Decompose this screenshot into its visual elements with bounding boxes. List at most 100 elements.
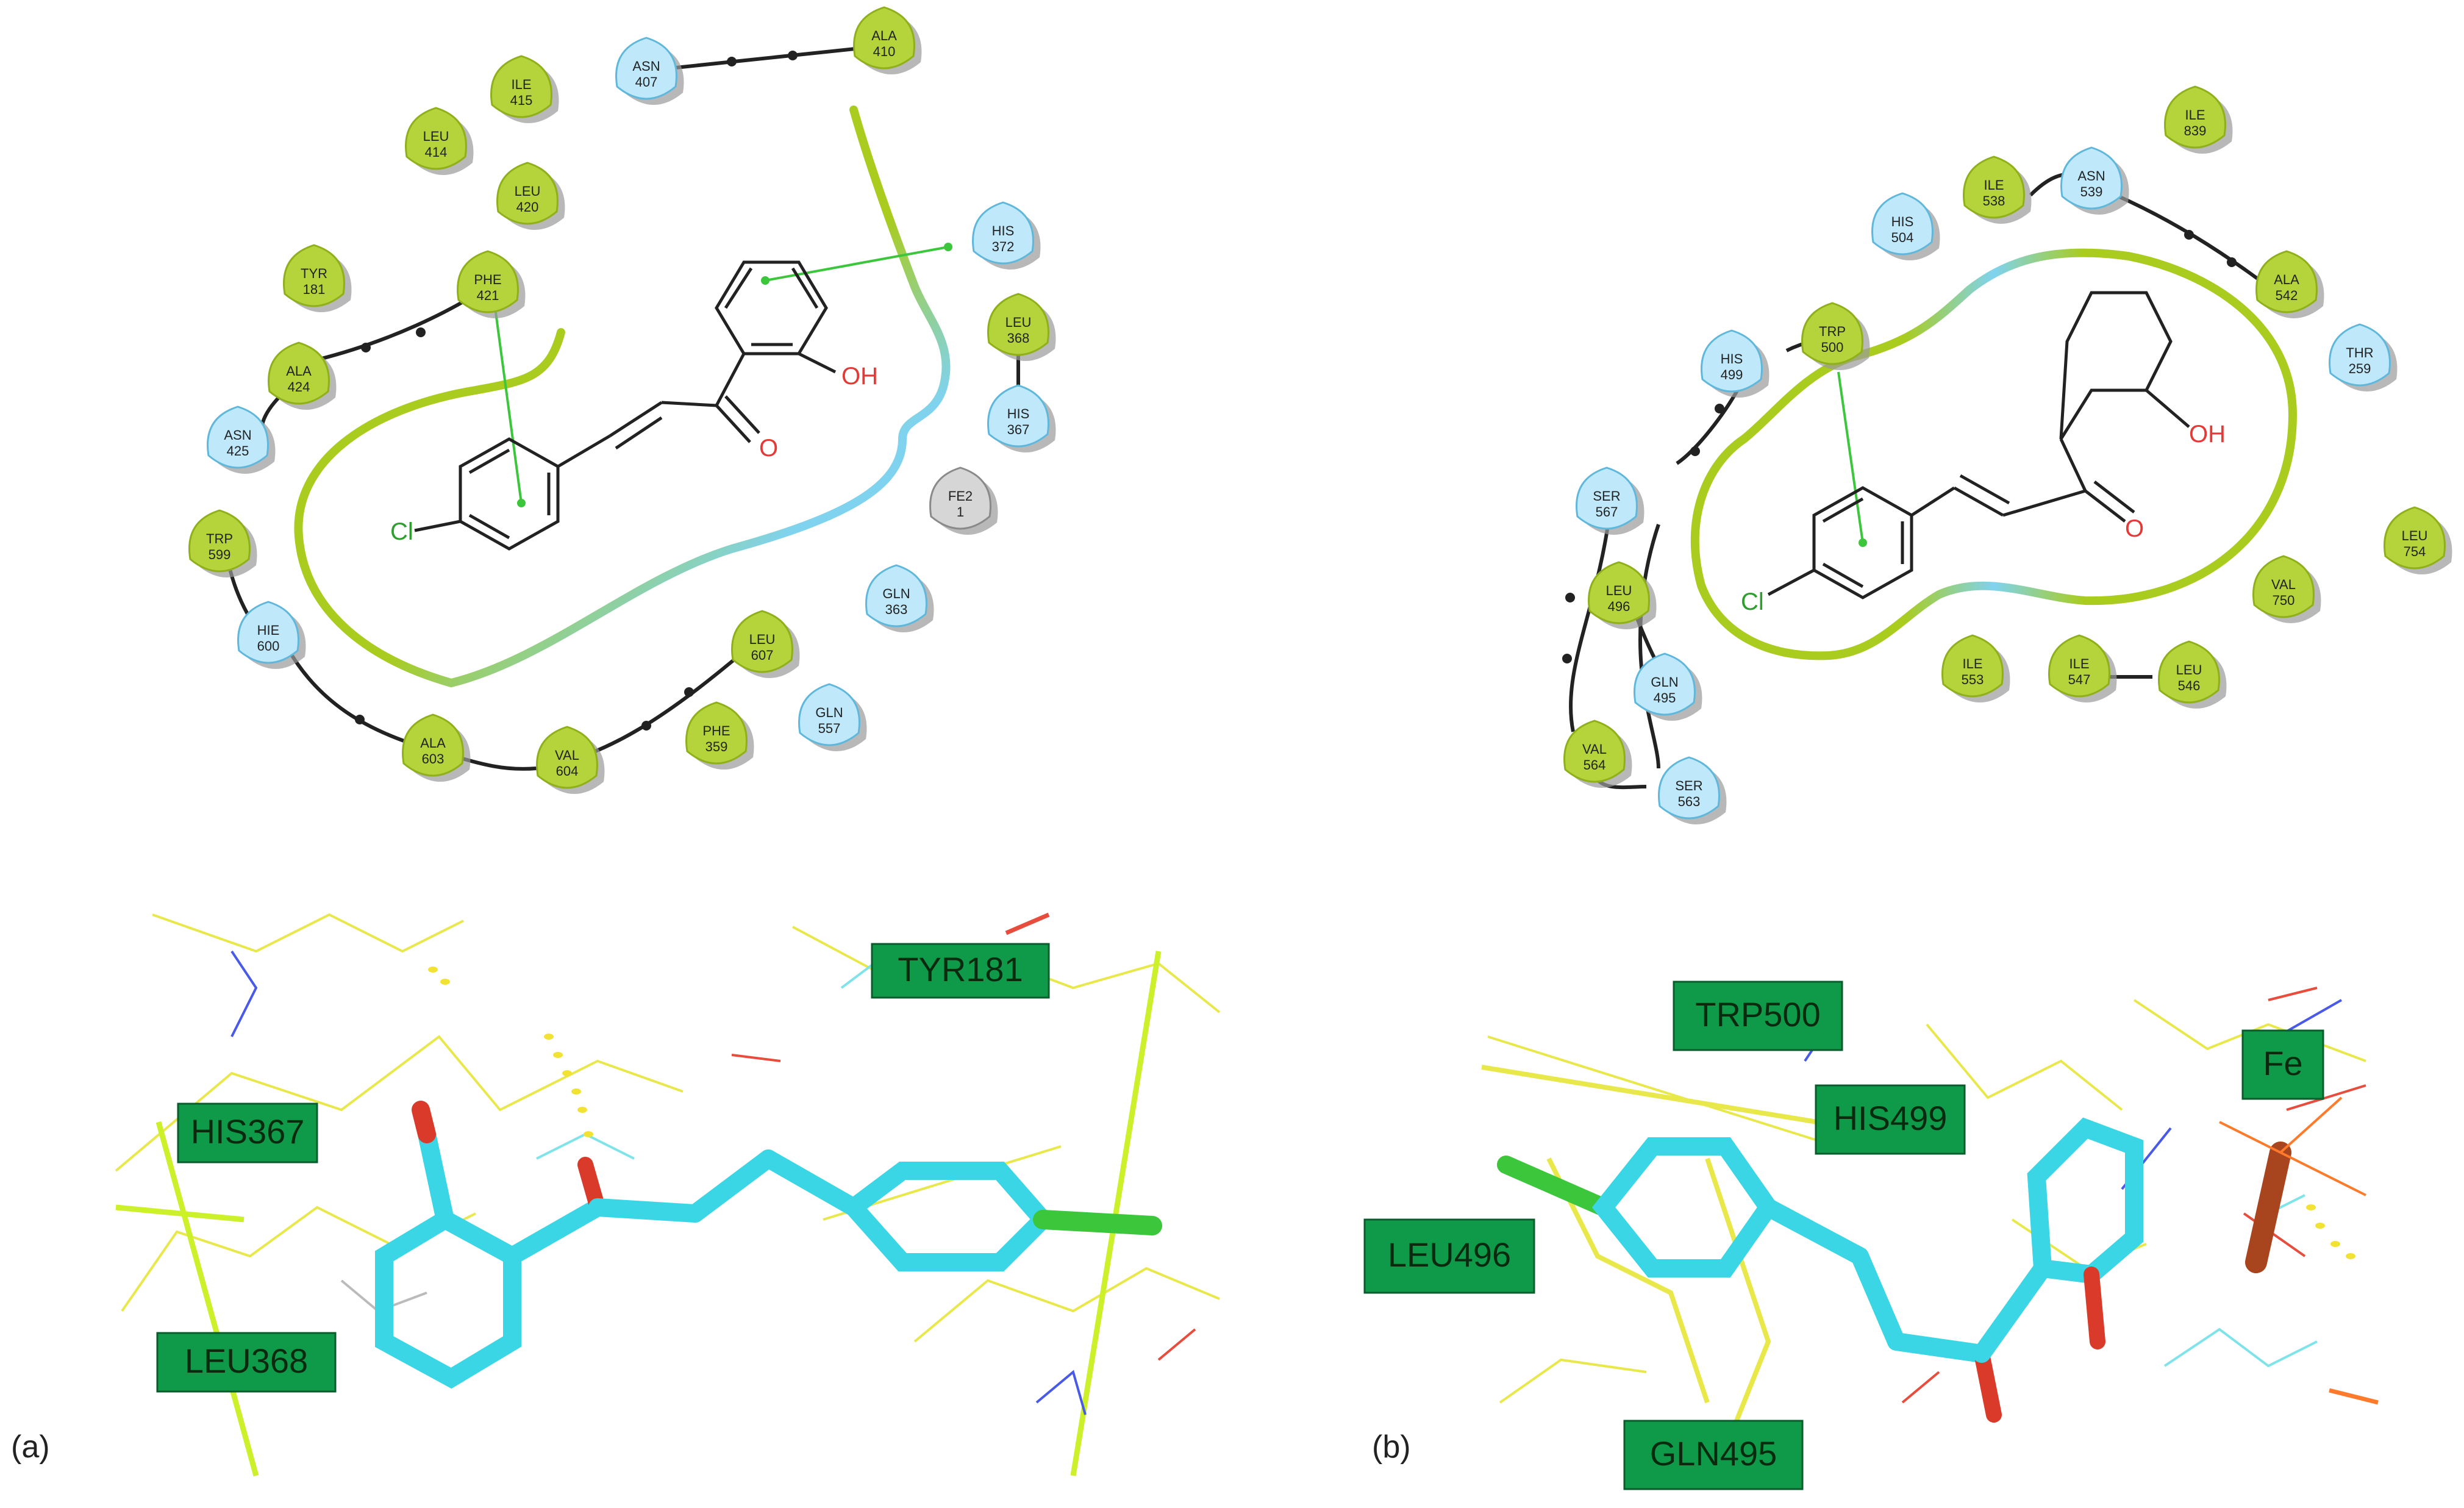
residue-number: 368 [1007, 331, 1030, 346]
residue-name: HIS [1007, 406, 1030, 421]
svg-text:LEU496: LEU496 [1388, 1235, 1511, 1274]
fe-atom [2245, 1142, 2291, 1273]
residue-number: 424 [288, 379, 310, 395]
residue-name: FE2 [948, 488, 973, 504]
residue-name: ASN [2077, 168, 2105, 184]
residue-number: 425 [227, 443, 249, 459]
residue-number: 604 [556, 763, 579, 779]
residue-number: 600 [257, 638, 280, 654]
residue-gln495: GLN495 [1634, 652, 1702, 721]
residue-leu496: LEU496 [1588, 561, 1657, 629]
interaction-diagram-a: Cl OH O ASN407ALA410ILE415LEU414LEU420PH… [188, 6, 1056, 794]
ligand-b [1767, 291, 2190, 599]
residue-name: GLN [882, 586, 910, 601]
residue-name: HIE [257, 623, 280, 638]
pocket-outline-b [1690, 248, 2298, 660]
residue-name: ASN [224, 427, 251, 443]
ligand-sticks-b [1497, 1117, 2143, 1423]
panel-label-b: (b) [1372, 1429, 1411, 1465]
residue-name: ILE [2069, 656, 2089, 671]
residue-name: LEU [2176, 662, 2202, 677]
residue-name: LEU [2402, 528, 2428, 543]
residue-number: 500 [1821, 340, 1844, 355]
residue-label-tyr181-a: TYR181 [871, 943, 1050, 999]
residue-number: 504 [1891, 230, 1914, 245]
pi-centroid [761, 276, 770, 285]
residue-number: 553 [1962, 672, 1984, 687]
pi-stack-line-b [1837, 371, 1864, 543]
residue-name: THR [2346, 345, 2373, 360]
coordination-lines-b [2219, 1096, 2366, 1196]
pi-stack-line-a2 [493, 298, 523, 504]
carbonyl-label-a: O [759, 435, 778, 462]
residue-name: ILE [1984, 177, 2004, 193]
pi-centroid [1859, 538, 1867, 547]
residue-number: 542 [2276, 288, 2298, 303]
residue-number: 567 [1596, 504, 1618, 520]
svg-text:GLN495: GLN495 [1650, 1434, 1777, 1473]
residue-name: HIS [1891, 214, 1914, 229]
hydroxyl-label-b: OH [2189, 421, 2226, 448]
residue-label-leu368-a: LEU368 [156, 1332, 337, 1393]
residue-label-his499-b: HIS499 [1815, 1084, 1966, 1155]
pocket-outline-a [294, 105, 951, 688]
backbone-a [224, 44, 1020, 771]
pi-centroid [944, 243, 952, 251]
residue-label-fe-b: Fe [2241, 1029, 2324, 1100]
residue-number: 372 [992, 239, 1015, 254]
interaction-diagram-b: Cl OH O ILE839ASN539ILE538HIS504ALA542TH… [1562, 85, 2452, 824]
residue-group-a: ASN407ALA410ILE415LEU414LEU420PHE421TYR1… [188, 6, 1056, 794]
residue-leu368: LEU368 [987, 293, 1056, 361]
residue-number: 1 [957, 504, 964, 520]
residue-name: ALA [420, 735, 446, 751]
residue-name: ILE [2185, 107, 2205, 123]
residue-name: TRP [206, 531, 233, 546]
residue-number: 563 [1678, 794, 1701, 809]
residue-tyr181: TYR181 [283, 244, 352, 312]
svg-text:HIS367: HIS367 [191, 1112, 305, 1151]
residue-number: 564 [1584, 757, 1606, 773]
residue-name: GLN [815, 705, 843, 720]
residue-number: 750 [2273, 593, 2295, 608]
residue-name: LEU [1606, 583, 1632, 598]
residue-name: ALA [871, 28, 897, 43]
residue-number: 839 [2184, 123, 2207, 138]
svg-text:HIS499: HIS499 [1834, 1099, 1948, 1137]
hydrogen-bonds-a [428, 967, 593, 1137]
residue-label-leu496-b: LEU496 [1363, 1218, 1535, 1294]
carbonyl-label-b: O [2125, 515, 2144, 542]
residue-name: SER [1593, 488, 1620, 504]
residue-number: 603 [422, 751, 445, 767]
residue-number: 421 [477, 288, 499, 303]
residue-number: 557 [818, 721, 841, 736]
residue-number: 499 [1721, 367, 1743, 382]
residue-number: 420 [516, 199, 539, 215]
backbone-nodes-b [1562, 230, 2237, 663]
residue-number: 539 [2080, 184, 2103, 199]
residue-number: 607 [751, 648, 774, 663]
svg-text:Fe: Fe [2263, 1044, 2302, 1082]
residue-trp500: TRP500 [1801, 302, 1870, 370]
residue-number: 367 [1007, 422, 1030, 437]
